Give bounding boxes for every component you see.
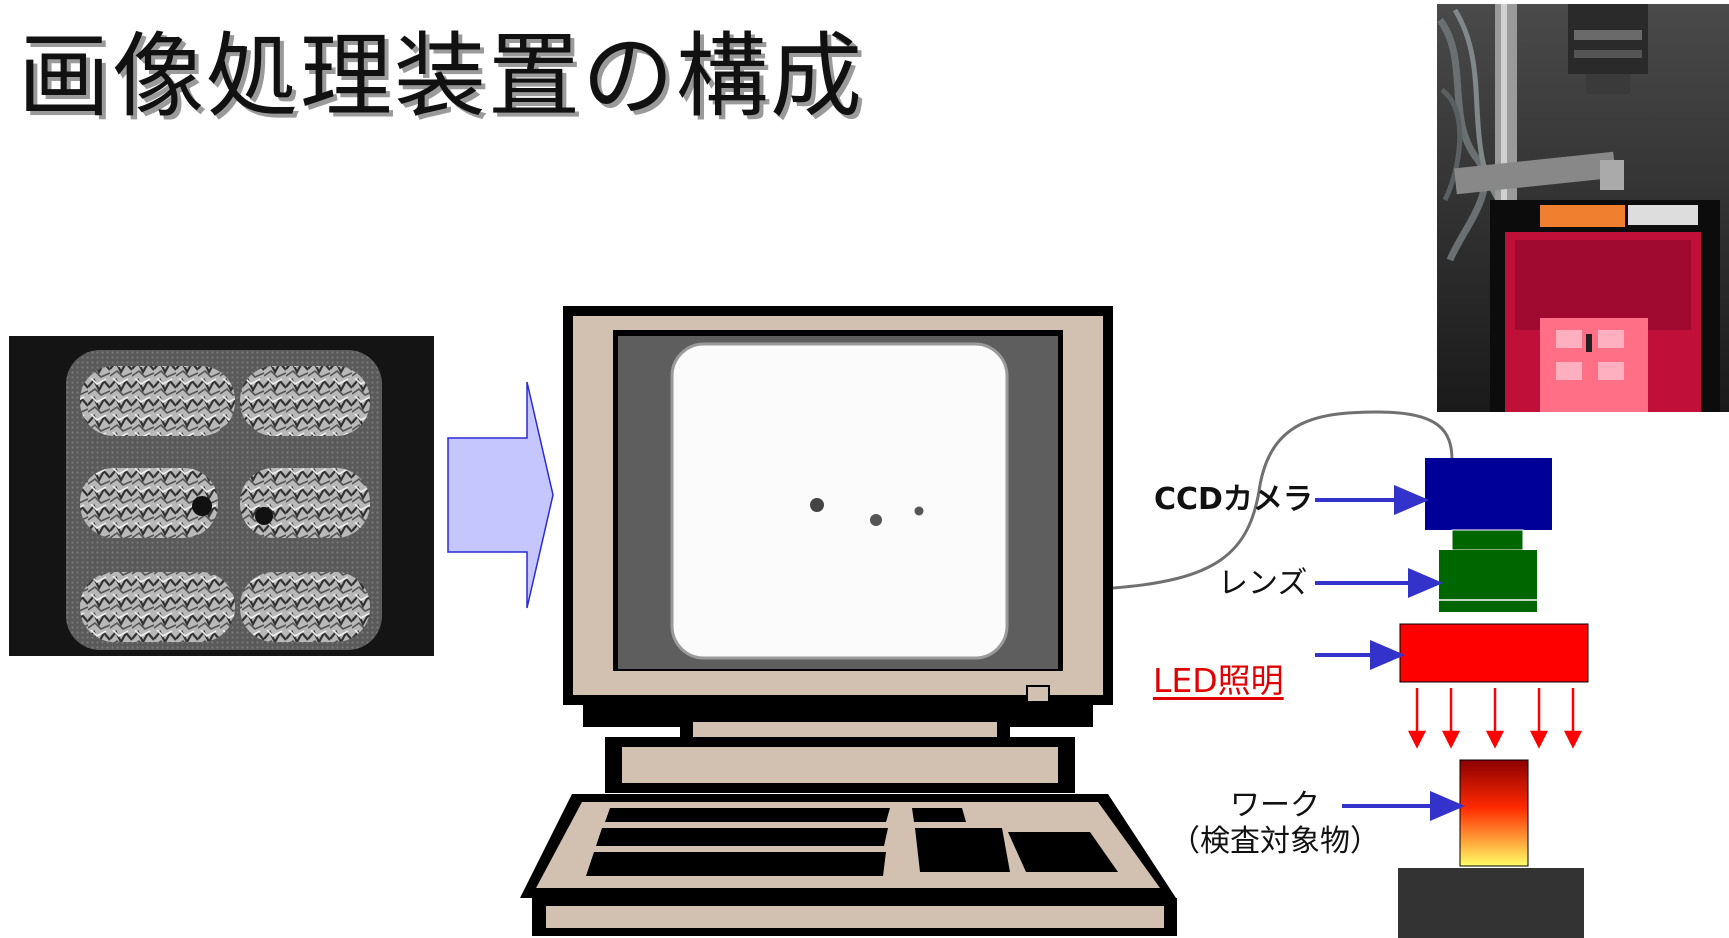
flow-arrow bbox=[447, 381, 554, 609]
work-piece bbox=[1459, 759, 1529, 867]
work-label: ワーク （検査対象物） bbox=[1150, 788, 1400, 860]
lens-block bbox=[1439, 550, 1537, 612]
work-label-main: ワーク bbox=[1230, 788, 1320, 823]
defect-spot bbox=[914, 506, 924, 516]
ccd-camera-label: CCDカメラ bbox=[1154, 482, 1313, 517]
work-stage bbox=[1398, 868, 1584, 938]
defect-spot bbox=[870, 514, 882, 526]
ccd-camera-block bbox=[1425, 458, 1552, 530]
blister-pocket bbox=[240, 468, 370, 538]
setup-photo bbox=[1437, 4, 1729, 412]
defect-spot bbox=[810, 498, 824, 512]
defect-spot bbox=[192, 496, 212, 516]
blister-pocket bbox=[240, 366, 370, 436]
blister-pack-image bbox=[9, 336, 434, 656]
blister-pocket bbox=[240, 572, 370, 642]
lens-mount bbox=[1451, 529, 1524, 551]
pointer-arrows bbox=[1315, 484, 1466, 822]
led-light-label: LED照明 bbox=[1153, 661, 1284, 700]
blister-pocket bbox=[80, 468, 218, 538]
defect-spot bbox=[255, 507, 273, 525]
power-led bbox=[1026, 685, 1050, 703]
blister-pocket bbox=[80, 366, 235, 436]
computer-illustration bbox=[520, 306, 1177, 936]
led-light-block bbox=[1399, 623, 1589, 683]
lens-label: レンズ bbox=[1218, 566, 1308, 601]
light-rays bbox=[1407, 688, 1583, 749]
blister-pocket bbox=[80, 572, 235, 642]
work-label-sub: （検査対象物） bbox=[1170, 824, 1380, 859]
camera-cable bbox=[1112, 410, 1454, 590]
page-title: 画像処理装置の構成 bbox=[18, 23, 865, 130]
